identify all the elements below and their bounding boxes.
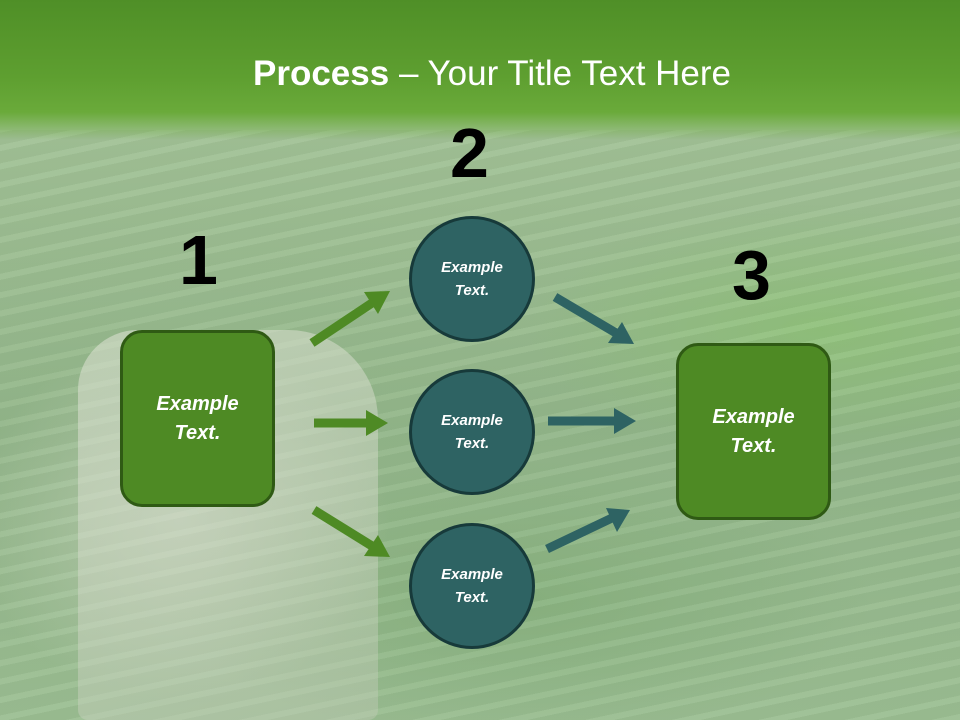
arrow-to-middle-circle xyxy=(314,410,388,436)
arrow-from-top-circle xyxy=(552,293,634,344)
step-3-box-label: Example Text. xyxy=(712,405,795,457)
step-2-circle-middle[interactable]: Example Text. xyxy=(409,369,535,495)
circle-top-label: Example Text. xyxy=(441,258,503,299)
arrow-from-bottom-circle xyxy=(545,508,630,554)
slide-title: Process – Your Title Text Here xyxy=(0,54,960,94)
arrow-to-top-circle xyxy=(309,291,390,347)
arrow-to-bottom-circle xyxy=(311,506,390,557)
step-number-2: 2 xyxy=(450,114,489,192)
circle-bottom-label: Example Text. xyxy=(441,565,503,606)
step-1-box-label: Example Text. xyxy=(156,392,239,444)
step-2-circle-bottom[interactable]: Example Text. xyxy=(409,523,535,649)
step-3-box[interactable]: Example Text. xyxy=(676,343,831,520)
circle-middle-label: Example Text. xyxy=(441,411,503,452)
title-rest: – Your Title Text Here xyxy=(389,54,731,93)
header-band xyxy=(0,0,960,140)
step-number-3: 3 xyxy=(732,236,771,314)
title-bold: Process xyxy=(253,54,390,93)
step-number-1: 1 xyxy=(179,221,218,299)
step-2-circle-top[interactable]: Example Text. xyxy=(409,216,535,342)
step-1-box[interactable]: Example Text. xyxy=(120,330,275,507)
arrow-from-middle-circle xyxy=(548,408,636,434)
